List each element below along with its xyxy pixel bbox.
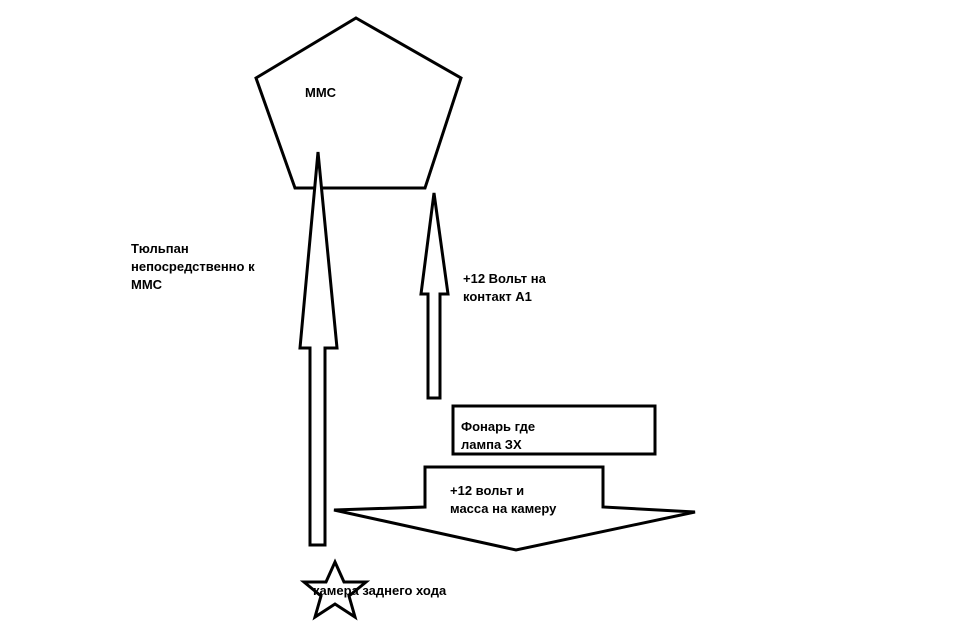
lamp-label-line: Фонарь где xyxy=(461,419,536,434)
tulip-label-line: ММС xyxy=(131,277,163,292)
camera-star xyxy=(299,558,371,621)
contact-arrow xyxy=(419,192,450,400)
power-label-line: +12 вольт и xyxy=(450,483,525,498)
power-label-line: масса на камеру xyxy=(450,501,557,516)
contact-label-line: контакт А1 xyxy=(463,289,532,304)
lamp-label: Фонарь где лампа ЗХ xyxy=(461,418,535,454)
lamp-label-line: лампа ЗХ xyxy=(461,437,522,452)
power-arrow xyxy=(333,465,696,552)
tulip-label-line: непосредственно к xyxy=(131,259,255,274)
tulip-label-line: Тюльпан xyxy=(131,241,189,256)
lamp-box xyxy=(451,404,657,456)
camera-label: камера заднего хода xyxy=(313,583,447,598)
mmc-pentagon xyxy=(254,16,463,190)
tulip-label: Тюльпан непосредственно к ММС xyxy=(131,240,255,294)
power-label: +12 вольт и масса на камеру xyxy=(450,482,556,518)
contact-label: +12 Вольт на контакт А1 xyxy=(463,270,546,306)
contact-label-line: +12 Вольт на xyxy=(463,271,546,286)
mmc-label: ММС xyxy=(305,85,337,100)
tulip-arrow xyxy=(298,151,339,547)
